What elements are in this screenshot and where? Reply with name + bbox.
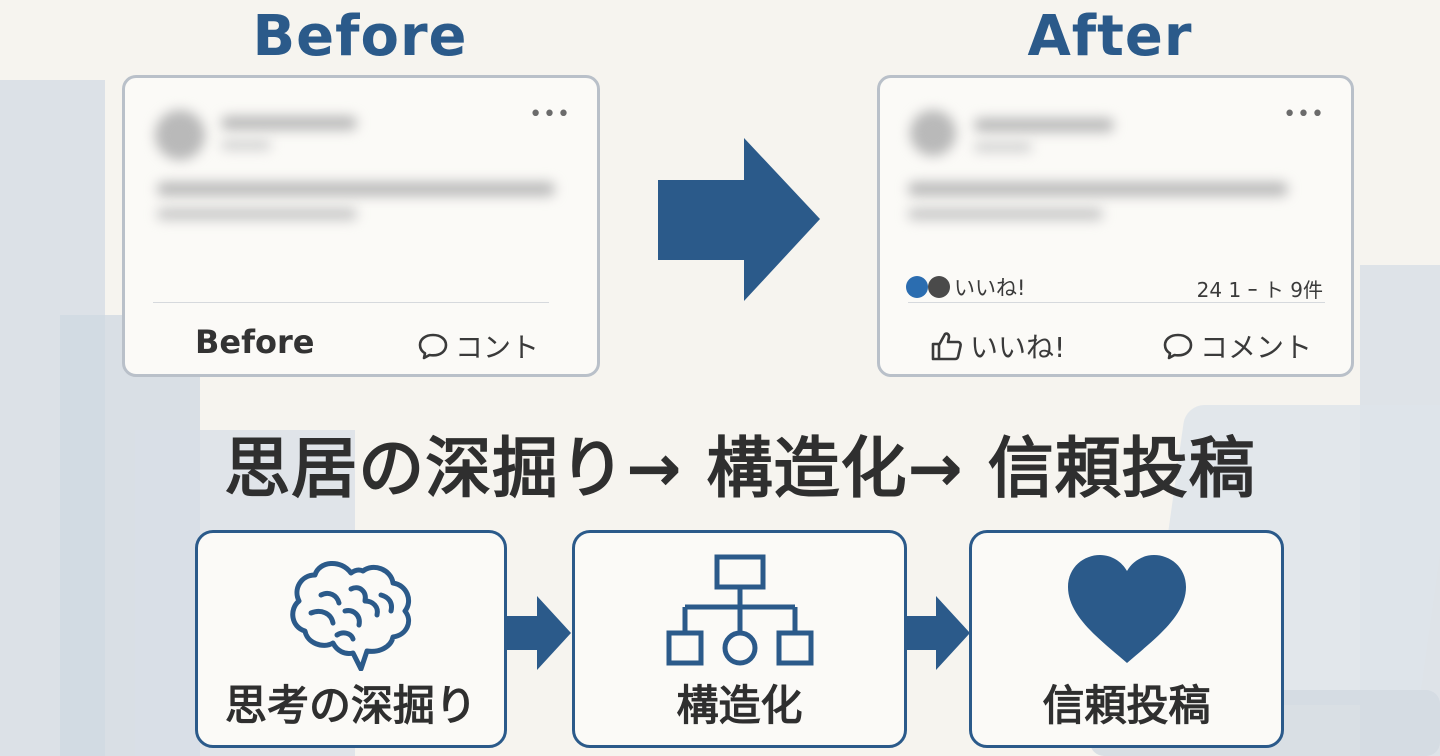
- blurred-name: [974, 118, 1114, 132]
- blurred-meta: [974, 142, 1032, 152]
- blurred-avatar: [910, 110, 956, 156]
- brain-icon: [290, 561, 411, 671]
- step-card-deep-thinking: 思考の深掘り: [195, 530, 507, 748]
- step-label: 構造化: [676, 681, 803, 730]
- more-options-icon[interactable]: •••: [529, 102, 571, 127]
- card-divider: [908, 302, 1325, 303]
- step-card-trust-post: 信頼投稿: [969, 530, 1284, 748]
- like-reaction-icon: [906, 276, 928, 298]
- hierarchy-icon: [666, 554, 813, 666]
- step-label: 信頼投稿: [1042, 681, 1211, 730]
- before-heading: Before: [252, 4, 468, 69]
- blurred-text-line: [908, 182, 1288, 196]
- comment-bubble-icon: [1162, 331, 1194, 361]
- comment-bubble-icon: [417, 331, 449, 361]
- big-right-arrow-icon: [658, 138, 820, 301]
- blurred-name: [221, 116, 357, 130]
- step-card-structuring: 構造化: [572, 530, 907, 748]
- blurred-text-line: [157, 182, 555, 196]
- comment-button[interactable]: コメント: [1162, 326, 1312, 366]
- after-post-card: ••• いいね! 24 1 ｰ ト 9件 いいね! コメント: [877, 75, 1354, 377]
- engagement-counts[interactable]: 24 1 ｰ ト 9件: [1196, 278, 1323, 302]
- blurred-avatar: [155, 110, 205, 160]
- blurred-text-line: [157, 208, 357, 220]
- before-footer-label: Before: [195, 323, 315, 361]
- like-button[interactable]: いいね!: [930, 326, 1065, 366]
- after-heading: After: [1027, 4, 1193, 69]
- step-arrow-icon: [507, 596, 571, 670]
- thumbs-up-icon: [930, 330, 964, 362]
- before-post-card: ••• Before コント: [122, 75, 600, 377]
- love-reaction-icon: [928, 276, 950, 298]
- blurred-meta: [221, 140, 271, 150]
- card-divider: [153, 302, 549, 303]
- comment-label: コメント: [1200, 331, 1313, 364]
- step-arrow-icon: [906, 596, 970, 670]
- like-label: いいね!: [970, 331, 1066, 364]
- heart-icon: [1067, 555, 1186, 663]
- step-label: 思考の深掘り: [224, 681, 477, 730]
- reaction-summary[interactable]: いいね!: [906, 272, 1025, 302]
- reaction-label: いいね!: [954, 276, 1026, 300]
- comment-label: コント: [455, 331, 540, 364]
- blurred-text-line: [908, 208, 1103, 220]
- more-options-icon[interactable]: •••: [1283, 102, 1325, 127]
- process-tagline: 思居の深掘り→ 構造化→ 信頼投稿: [224, 430, 1256, 507]
- comment-button[interactable]: コント: [417, 326, 539, 366]
